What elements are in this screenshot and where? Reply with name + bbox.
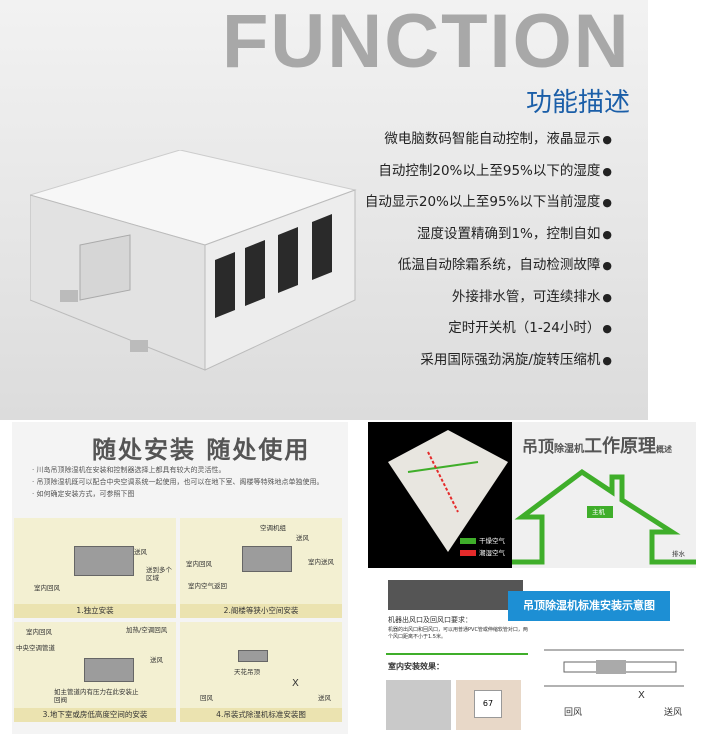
- install-title: 随处安装 随处使用: [92, 436, 311, 464]
- feature-item: 定时开关机（1-24小时）●: [448, 320, 612, 336]
- house-model-image: [388, 430, 508, 556]
- feature-item: 采用国际强劲涡旋/旋转压缩机●: [420, 351, 612, 368]
- principle-title: 吊顶除湿机工作原理概述: [522, 436, 673, 457]
- feature-item: 微电脑数码智能自动控制，液晶显示●: [384, 131, 612, 147]
- install-anywhere-panel: 随处安装 随处使用 · 川岛吊顶除湿机在安装和控制器选择上都具有较大的灵活性。·…: [12, 422, 348, 734]
- dehumidifier-unit-image: [30, 150, 357, 371]
- diagram-basement: 室内回风 中央空调管道 加热/空调回风 送风 如主管道内有压力在此安装止回阀 3…: [14, 622, 176, 722]
- banner-subtitle: 功能描述: [525, 88, 630, 118]
- install-notes: · 川岛吊顶除湿机在安装和控制器选择上都具有较大的灵活性。· 吊顶除湿机既可以配…: [32, 466, 324, 498]
- diagram-standalone: 送风 室内回风 送到多个区域 1.独立安装: [14, 518, 176, 618]
- feature-item: 外接排水管，可连续排水●: [451, 288, 612, 305]
- working-principle-panel: 吊顶除湿机工作原理概述 主机 排水: [512, 422, 696, 568]
- feature-list: 微电脑数码智能自动控制，液晶显示● 自动控制20%以上至95%以下的湿度● 自动…: [365, 124, 612, 376]
- standard-install-banner: 吊顶除湿机标准安装示意图: [508, 591, 670, 621]
- feature-item: 自动控制20%以上至95%以下的湿度●: [378, 162, 612, 179]
- thermostat-photo: 67: [456, 680, 521, 730]
- banner-title: FUNCTION: [222, 0, 631, 84]
- diagram-attic: 空调机组 送风 室内回风 室内送风 室内空气返回 2.阁楼等狭小空间安装: [180, 518, 342, 618]
- ceiling-install-diagram: [544, 649, 684, 687]
- diagram-ceiling: 天花吊顶 回风 送风 X 4.吊装式除湿机标准安装图: [180, 622, 342, 722]
- wall-controller-photo: [386, 680, 451, 730]
- feature-item: 湿度设置精确到1%，控制自如●: [416, 225, 612, 242]
- house-outline-icon: [512, 468, 696, 565]
- function-banner: FUNCTION 功能描述 微电脑数码智能自动控制，液晶显示● 自动控制20%以…: [0, 0, 648, 420]
- house-airflow-render: 干燥空气 潮湿空气: [368, 422, 512, 568]
- feature-item: 低温自动除霜系统，自动检测故障●: [397, 257, 612, 273]
- unit-bottom-photo: [388, 580, 523, 610]
- feature-item: 自动显示20%以上至95%以下当前湿度●: [364, 194, 612, 210]
